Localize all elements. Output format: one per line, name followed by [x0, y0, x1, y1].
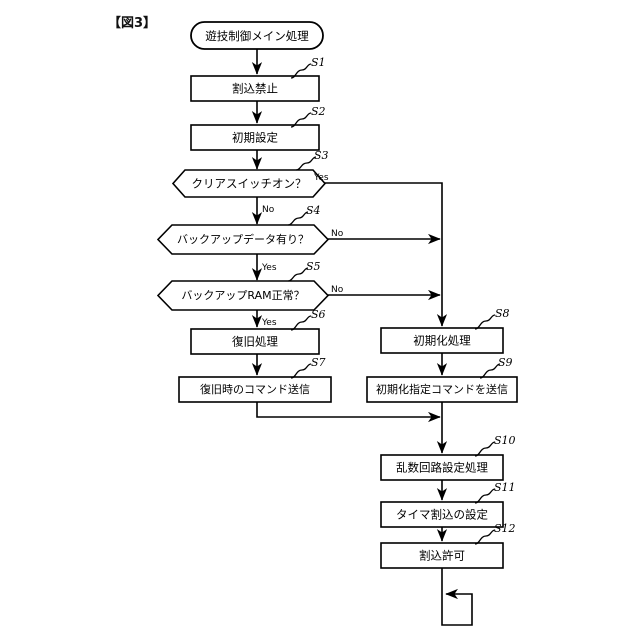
branch-label-s5-yes: Yes: [261, 318, 277, 328]
connector-s12-loop-back: [441, 568, 473, 626]
node-s9-label: 初期化指定コマンドを送信: [376, 382, 508, 396]
step-label-s12: S12: [494, 522, 516, 535]
step-label-s5: S5: [306, 260, 321, 273]
step-label-s7: S7: [311, 356, 326, 369]
step-label-s10: S10: [494, 434, 516, 447]
leader-s10: [474, 441, 496, 457]
node-s9: [366, 376, 518, 403]
node-s5: [156, 280, 330, 311]
node-s10: [380, 454, 504, 481]
node-s12: [380, 542, 504, 569]
node-s4: [156, 224, 330, 255]
node-s5-label: バックアップRAM正常？: [181, 289, 304, 302]
node-s2-label: 初期設定: [232, 131, 278, 145]
step-label-s3: S3: [314, 149, 329, 162]
node-s7-label: 復旧時のコマンド送信: [200, 382, 310, 396]
leader-s5: [287, 267, 309, 282]
step-label-s11: S11: [494, 481, 516, 494]
leader-s4: [287, 211, 309, 226]
node-s2: [190, 124, 320, 151]
figure-label: 【図3】: [108, 16, 157, 31]
branch-label-s4-yes: Yes: [261, 263, 277, 273]
step-label-s9: S9: [498, 356, 513, 369]
node-s4-label: バックアップデータ有り？: [177, 232, 309, 246]
node-start: [190, 21, 324, 50]
node-s11-label: タイマ割込の設定: [396, 508, 488, 522]
branch-label-s5-no: No: [331, 285, 344, 295]
node-start-label: 遊技制御メイン処理: [205, 29, 309, 43]
node-s7: [178, 376, 332, 403]
branch-label-s3-no: No: [262, 205, 275, 215]
connector-s7-to-merge: [256, 402, 441, 423]
node-s12-label: 割込許可: [419, 549, 465, 563]
node-s10-label: 乱数回路設定処理: [396, 461, 488, 475]
node-s8-label: 初期化処理: [413, 334, 471, 348]
node-s11: [380, 501, 504, 528]
leader-s9: [479, 363, 501, 379]
branch-label-s3-yes: Yes: [313, 173, 329, 183]
leader-s7: [290, 363, 312, 379]
step-label-s2: S2: [311, 105, 326, 118]
leader-s12: [474, 529, 496, 545]
step-label-s6: S6: [311, 308, 326, 321]
branch-label-s4-no: No: [331, 229, 344, 239]
leader-s3: [295, 156, 317, 171]
leader-s2: [290, 112, 312, 128]
leader-s6: [290, 315, 312, 331]
node-s3: [171, 169, 327, 198]
leader-s11: [474, 488, 496, 504]
node-s6: [190, 328, 320, 355]
step-label-s4: S4: [306, 204, 321, 217]
leader-s1: [290, 63, 312, 79]
node-s1-label: 割込禁止: [232, 82, 278, 96]
connector-s3-yes-to-trunk: [325, 182, 448, 327]
node-s1: [190, 75, 320, 102]
node-s8: [380, 327, 504, 354]
step-label-s1: S1: [311, 56, 326, 69]
node-s6-label: 復旧処理: [232, 335, 278, 349]
node-s3-label: クリアスイッチオン？: [192, 177, 307, 191]
leader-s8: [474, 314, 496, 330]
step-label-s8: S8: [495, 307, 510, 320]
